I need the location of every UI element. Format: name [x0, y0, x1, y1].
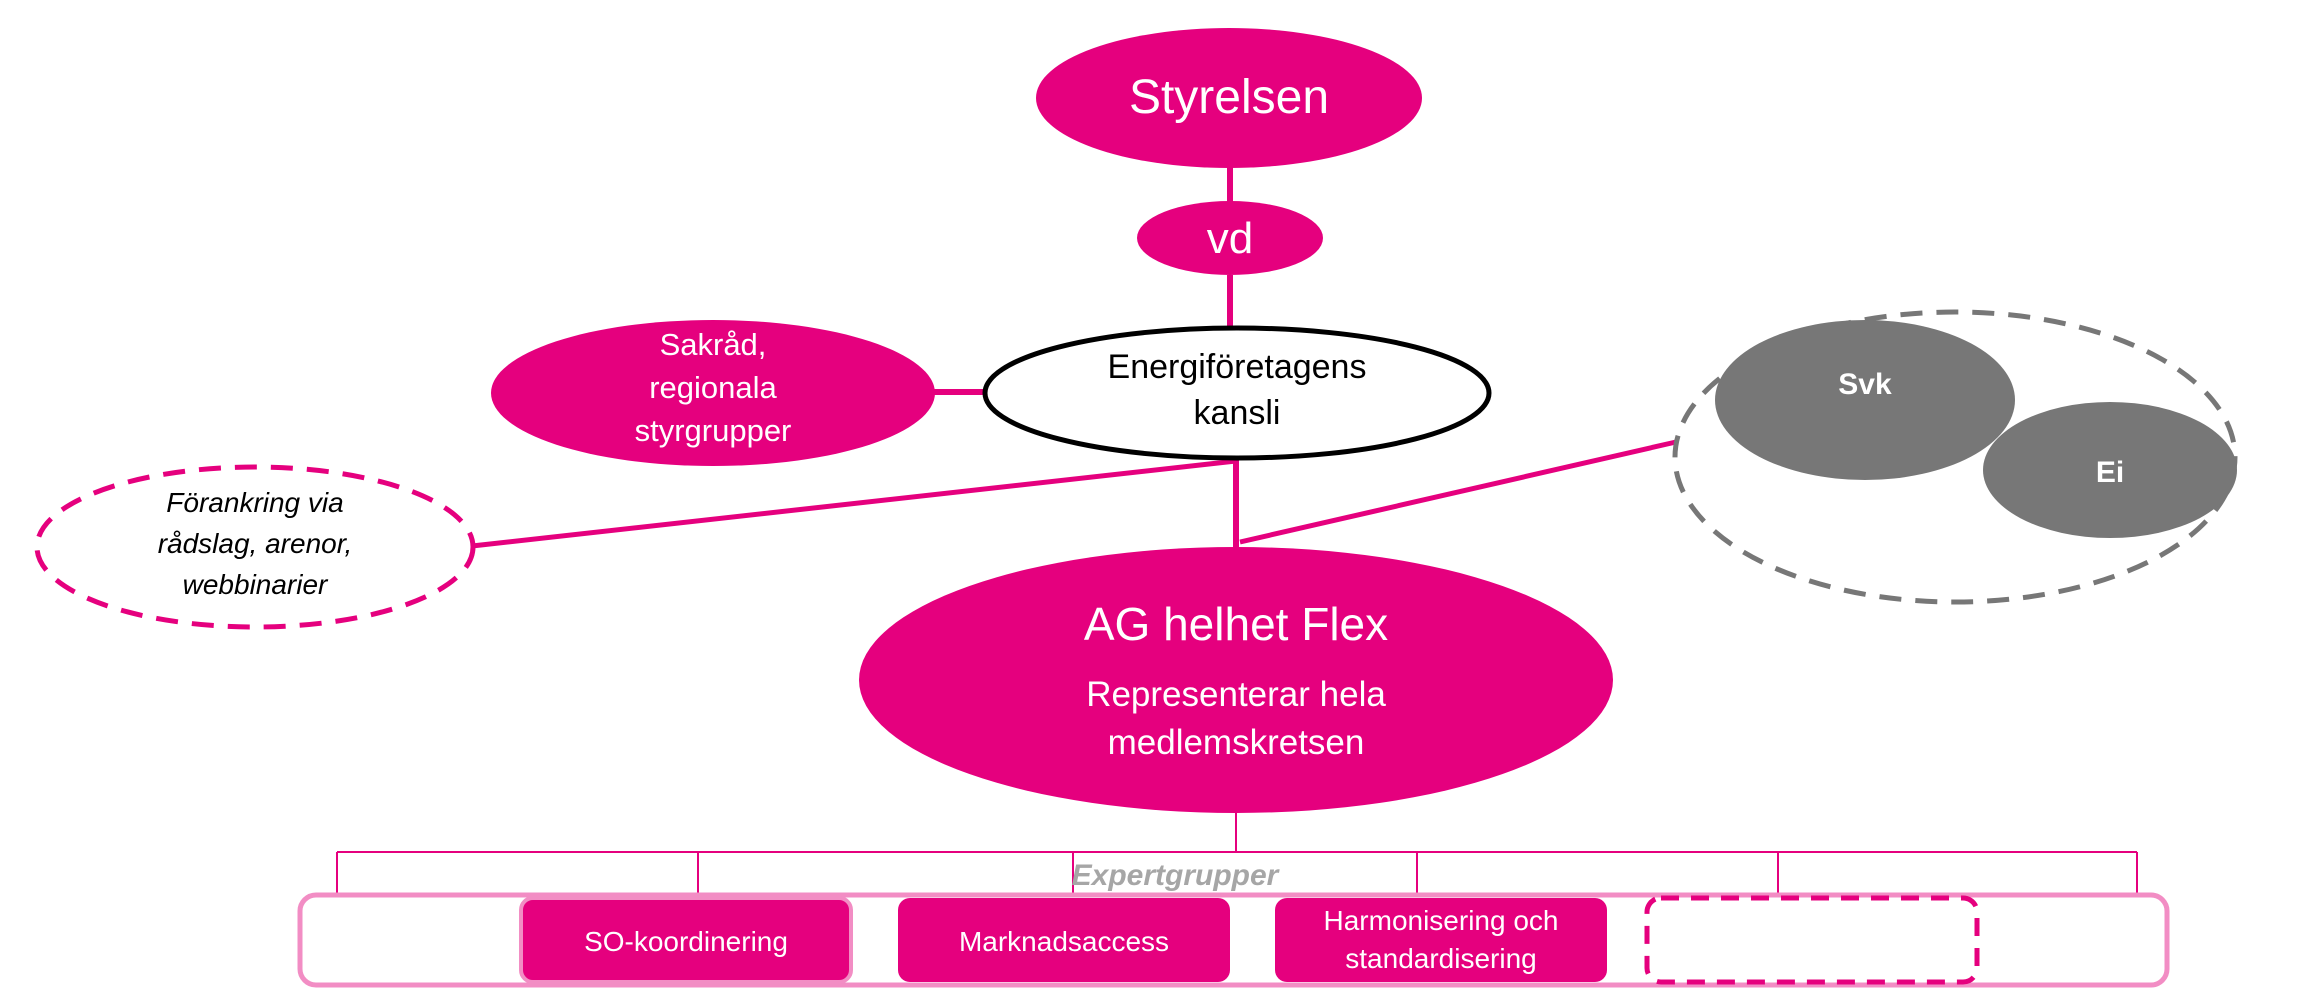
kansli-shape [982, 325, 1492, 461]
sakrad-shape [491, 320, 935, 466]
node-svk[interactable]: Svk [1715, 320, 2015, 480]
node-myndigheter-group[interactable]: Svk Ei [1672, 309, 2238, 605]
vd-label: vd [1207, 214, 1253, 263]
vd-shape [1137, 201, 1323, 275]
expertgroup-label: Harmonisering och [1324, 905, 1559, 936]
node-ag-helhet-flex[interactable]: AG helhet Flex Representerar hela medlem… [859, 547, 1613, 813]
expertgroup-box [1275, 898, 1607, 982]
ag-subtitle-line: Representerar hela [1086, 675, 1386, 714]
forankring-label-line: webbinarier [183, 569, 329, 600]
forankring-label-line: rådslag, arenor, [158, 528, 353, 559]
ag-title: AG helhet Flex [1084, 598, 1388, 650]
sakrad-label-line: styrgrupper [635, 413, 792, 448]
myndigheter-outline [1672, 309, 2238, 605]
svk-label: Svk [1838, 368, 1892, 401]
expertgrupper-label: Expertgrupper [1072, 859, 1281, 892]
kansli-label-line: kansli [1194, 394, 1281, 432]
forankring-shape [34, 464, 476, 630]
sakrad-label-line: Sakråd, [660, 327, 767, 362]
ei-label: Ei [2096, 456, 2124, 489]
expertgroup-label: Marknadsaccess [959, 926, 1169, 957]
expertgroup-harmonisering[interactable]: Harmonisering och standardisering [1275, 898, 1607, 982]
expertgroup-label: standardisering [1345, 943, 1536, 974]
connector-myndigheter [1239, 439, 1677, 545]
node-kansli[interactable]: Energiföretagens kansli [982, 325, 1492, 461]
expertgroup-box-dashed [1644, 895, 1980, 985]
forankring-label-line: Förankring via [166, 487, 343, 518]
connector-forankring [471, 458, 1237, 549]
ag-shape [859, 547, 1613, 813]
expertgroup-box [898, 898, 1230, 982]
expertgroup-placeholder[interactable] [1644, 895, 1980, 985]
ei-shape [1983, 402, 2237, 538]
svk-shape [1715, 320, 2015, 480]
expertgrupper-container: Expertgrupper SO-koordinering Marknadsac… [297, 859, 2170, 988]
expertgroup-label: SO-koordinering [584, 926, 788, 957]
expertgroup-so-koordinering[interactable]: SO-koordinering [519, 896, 853, 984]
expertgroup-box [519, 896, 853, 984]
styrelsen-label: Styrelsen [1129, 71, 1329, 124]
node-sakrad[interactable]: Sakråd, regionala styrgrupper [491, 320, 935, 466]
styrelsen-shape [1036, 28, 1422, 168]
node-forankring[interactable]: Förankring via rådslag, arenor, webbinar… [34, 464, 476, 630]
node-ei[interactable]: Ei [1983, 402, 2237, 538]
node-styrelsen[interactable]: Styrelsen [1036, 28, 1422, 168]
expertgroup-marknadsaccess[interactable]: Marknadsaccess [898, 898, 1230, 982]
sakrad-label-line: regionala [649, 370, 777, 405]
expertgrupper-frame [297, 892, 2170, 988]
connectors [336, 166, 2138, 895]
ag-subtitle-line: medlemskretsen [1108, 723, 1365, 762]
node-vd[interactable]: vd [1137, 201, 1323, 275]
kansli-label-line: Energiföretagens [1108, 348, 1367, 386]
